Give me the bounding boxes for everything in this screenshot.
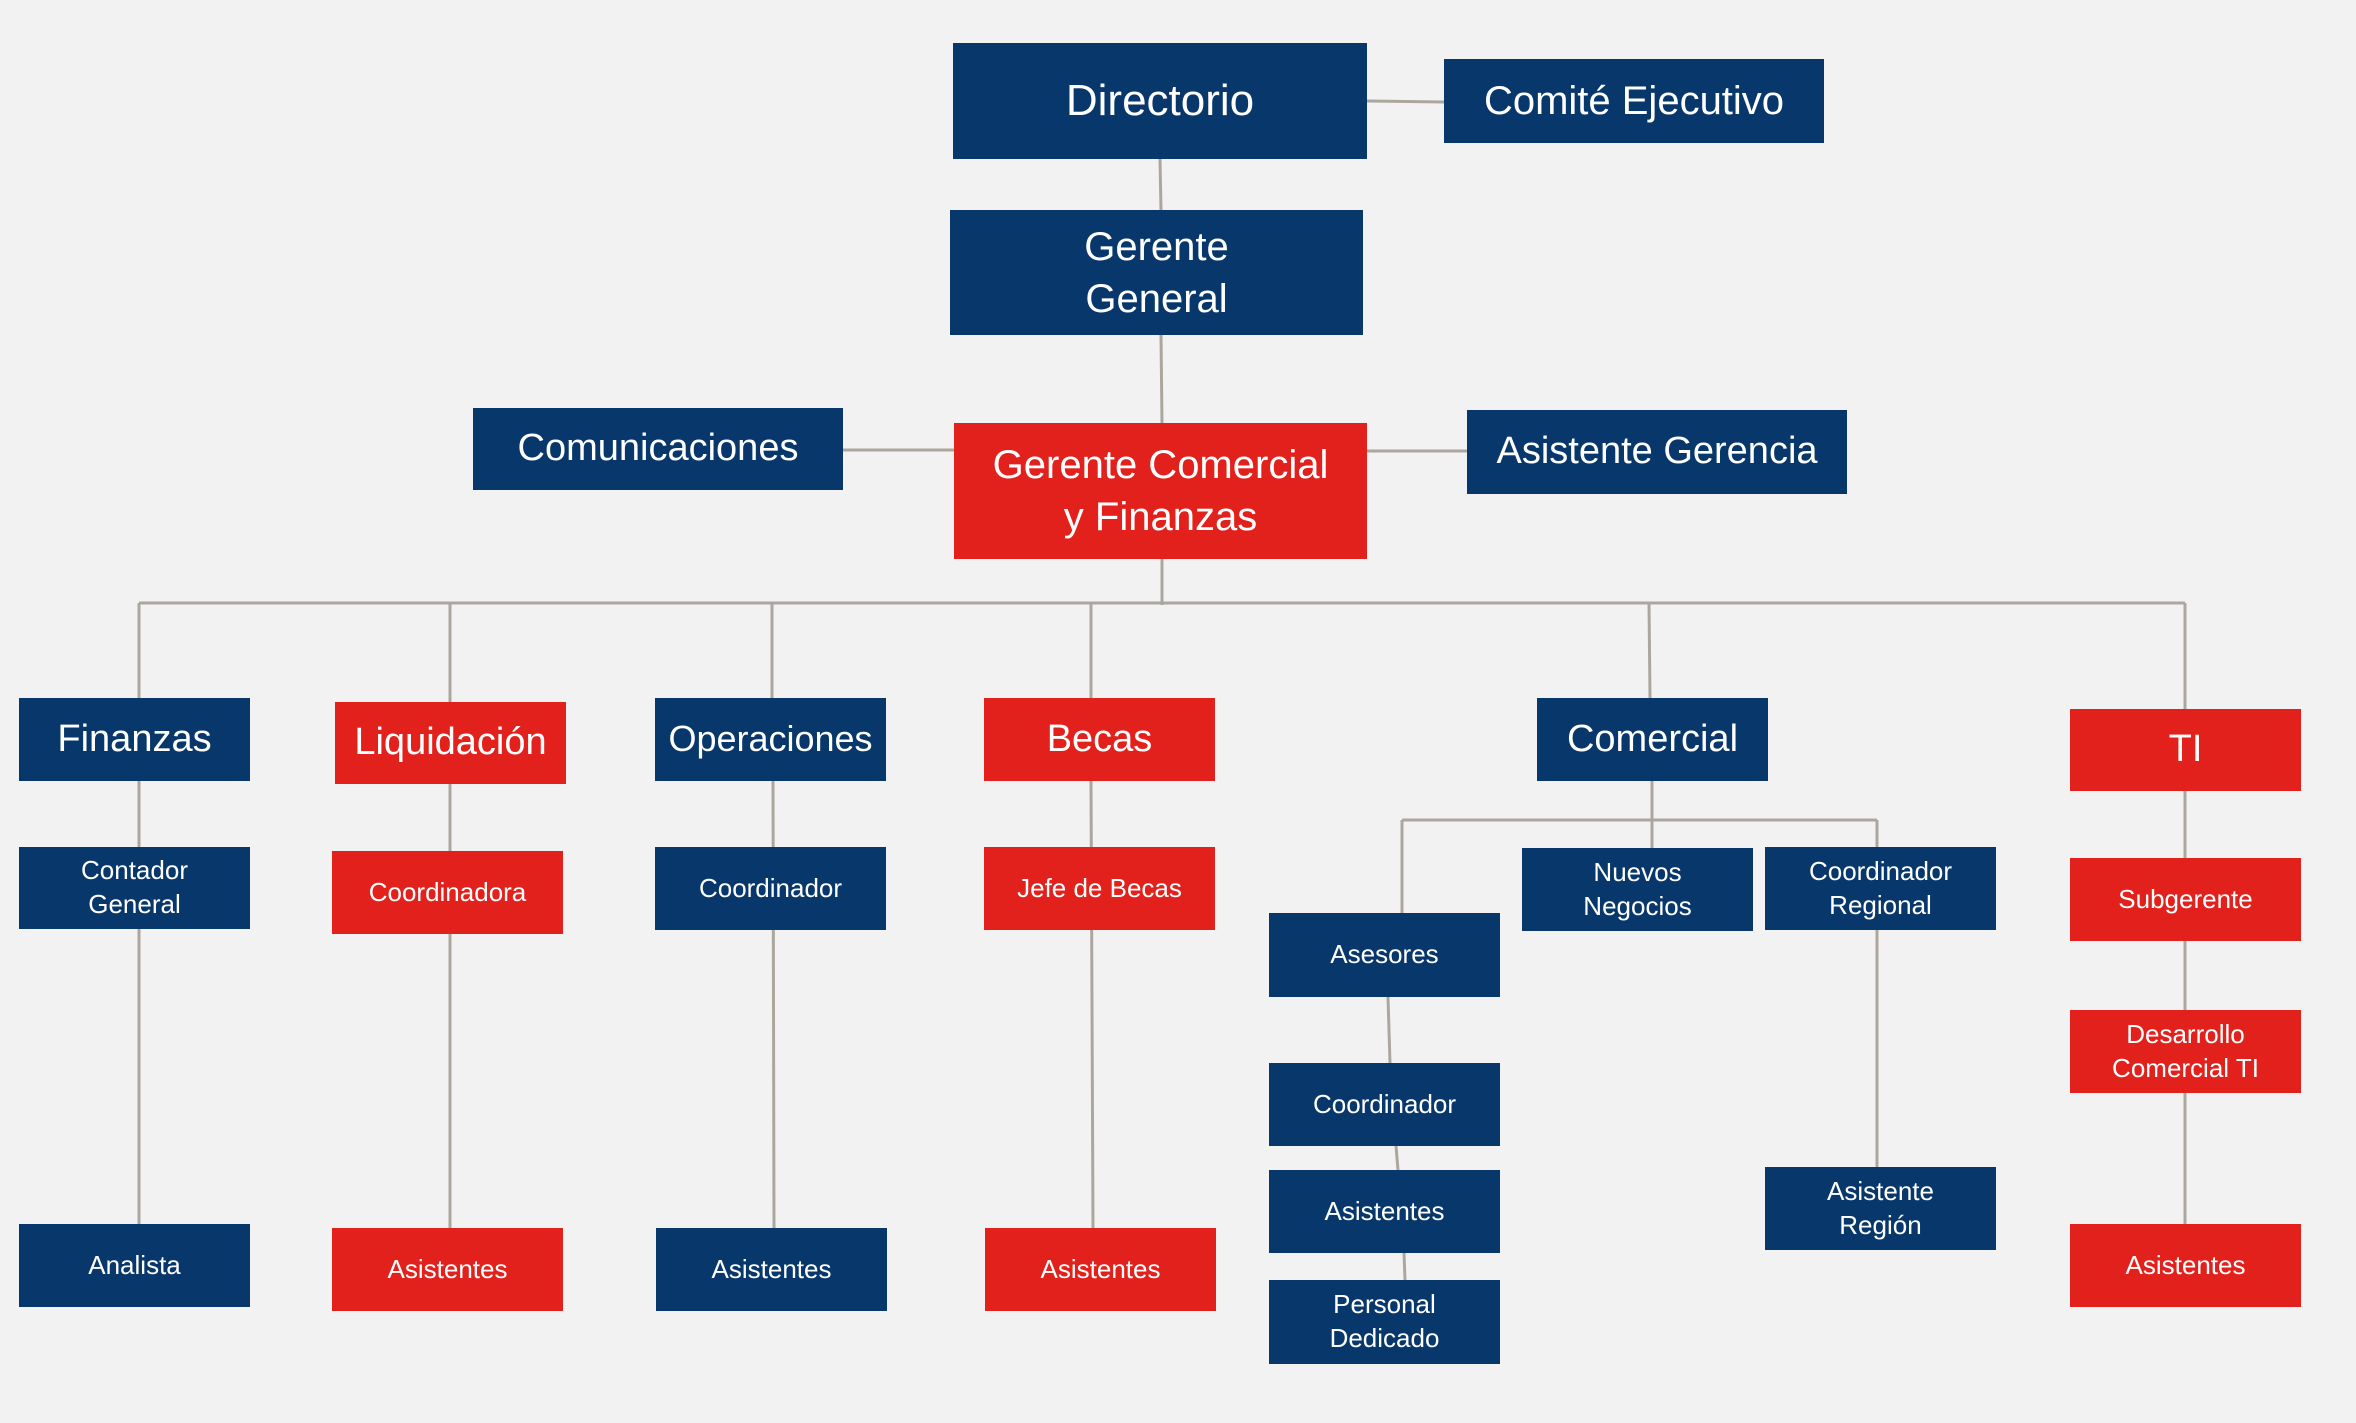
node-coordinador-regional: Coordinador Regional	[1765, 847, 1996, 930]
node-jefe-de-becas: Jefe de Becas	[984, 847, 1215, 930]
node-operaciones: Operaciones	[655, 698, 886, 781]
node-label: Jefe de Becas	[1017, 872, 1182, 903]
node-operaciones-asistentes: Asistentes	[656, 1228, 887, 1311]
node-label: Asistentes	[711, 1253, 832, 1284]
node-liquidacion-asistentes: Asistentes	[332, 1228, 563, 1311]
node-label: Comunicaciones	[517, 427, 799, 470]
node-asistente-region: Asistente Región	[1765, 1167, 1996, 1250]
node-gerente-comercial-finanzas: Gerente Comercial y Finanzas	[954, 423, 1367, 559]
node-label: Analista	[88, 1249, 181, 1280]
node-label: Directorio	[1065, 76, 1255, 126]
node-asistente-gerencia: Asistente Gerencia	[1467, 410, 1847, 494]
node-label: Coordinador	[1312, 1088, 1457, 1119]
node-label: Nuevos Negocios	[1583, 856, 1692, 921]
node-comunicaciones: Comunicaciones	[473, 408, 843, 490]
node-directorio: Directorio	[953, 43, 1367, 159]
node-desarrollo-comercial-ti: Desarrollo Comercial TI	[2070, 1010, 2301, 1093]
node-label: TI	[2168, 728, 2203, 771]
node-comite-ejecutivo: Comité Ejecutivo	[1444, 59, 1824, 143]
node-label: Coordinadora	[368, 876, 527, 907]
node-label: Desarrollo Comercial TI	[2112, 1018, 2259, 1083]
node-label: Finanzas	[57, 717, 212, 760]
node-comercial-coordinador: Coordinador	[1269, 1063, 1500, 1146]
node-label: Coordinador	[698, 872, 843, 903]
node-label: Operaciones	[668, 718, 873, 760]
connector-line	[1159, 334, 1164, 424]
node-label: Gerente Comercial y Finanzas	[992, 443, 1329, 539]
node-nuevos-negocios: Nuevos Negocios	[1522, 848, 1753, 931]
node-label: Comercial	[1566, 717, 1739, 760]
node-label: Asistentes	[1324, 1195, 1445, 1226]
node-analista: Analista	[19, 1224, 250, 1307]
node-finanzas: Finanzas	[19, 698, 250, 781]
node-label: Comité Ejecutivo	[1483, 79, 1785, 123]
node-label: Subgerente	[2118, 883, 2253, 914]
node-comercial: Comercial	[1537, 698, 1768, 781]
node-asesores: Asesores	[1269, 913, 1500, 997]
node-becas: Becas	[984, 698, 1215, 781]
node-becas-asistentes: Asistentes	[985, 1228, 1216, 1311]
node-label: Liquidación	[354, 721, 547, 764]
node-label: Asistentes	[1040, 1253, 1161, 1284]
node-label: Gerente General	[1084, 224, 1229, 321]
node-label: Contador General	[81, 855, 188, 919]
connector-line	[1366, 99, 1445, 104]
node-label: Personal Dedicado	[1329, 1289, 1440, 1353]
node-contador-general: Contador General	[19, 847, 250, 929]
node-subgerente: Subgerente	[2070, 858, 2301, 941]
node-comercial-asistentes: Asistentes	[1269, 1170, 1500, 1253]
node-label: Coordinador Regional	[1808, 855, 1953, 920]
connector-line	[1158, 158, 1163, 211]
node-label: Becas	[1046, 717, 1153, 760]
node-coordinadora: Coordinadora	[332, 851, 563, 934]
node-liquidacion: Liquidación	[335, 702, 566, 784]
connector-line	[1394, 1145, 1400, 1171]
node-label: Asistente Gerencia	[1496, 430, 1818, 473]
node-label: Asesores	[1330, 939, 1439, 970]
node-label: Asistente Región	[1827, 1175, 1934, 1240]
connector-line	[1402, 1252, 1407, 1281]
connector-line	[1386, 996, 1392, 1064]
node-ti: TI	[2070, 709, 2301, 791]
node-ti-asistentes: Asistentes	[2070, 1224, 2301, 1307]
node-gerente-general: Gerente General	[950, 210, 1363, 335]
node-personal-dedicado: Personal Dedicado	[1269, 1280, 1500, 1364]
node-label: Asistentes	[387, 1253, 508, 1284]
node-operaciones-coordinador: Coordinador	[655, 847, 886, 930]
connector-line	[1647, 602, 1652, 699]
node-label: Asistentes	[2125, 1249, 2246, 1280]
